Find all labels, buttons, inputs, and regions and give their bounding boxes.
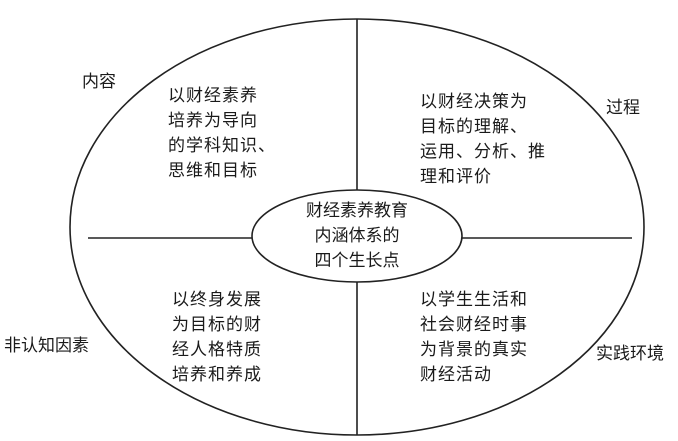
label-non-cognitive-factors: 非认知因素 (4, 336, 89, 356)
label-content: 内容 (82, 72, 116, 92)
quadrant-bottom-left-line-1: 以终身发展 (172, 290, 262, 310)
quadrant-top-right-line-3: 运用、分析、推 (420, 142, 546, 162)
quadrant-top-right-line-1: 以财经决策为 (420, 92, 528, 112)
quadrant-bottom-left-text: 以终身发展 为目标的财 经人格特质 培养和养成 (172, 288, 262, 388)
label-practice-environment: 实践环境 (596, 344, 664, 364)
quadrant-bottom-right-line-2: 社会财经时事 (420, 315, 528, 335)
quadrant-top-right-line-2: 目标的理解、 (420, 117, 528, 137)
quadrant-top-right-text: 以财经决策为 目标的理解、 运用、分析、推 理和评价 (420, 90, 546, 190)
quadrant-top-right-line-4: 理和评价 (420, 167, 492, 187)
center-line-3: 四个生长点 (314, 251, 400, 271)
quadrant-bottom-left-line-3: 经人格特质 (172, 340, 262, 360)
quadrant-bottom-left-line-4: 培养和养成 (172, 365, 262, 385)
center-line-1: 财经素养教育 (306, 201, 408, 221)
label-process: 过程 (606, 98, 640, 118)
quadrant-bottom-left-line-2: 为目标的财 (172, 315, 262, 335)
quadrant-bottom-right-line-3: 为背景的真实 (420, 340, 528, 360)
quadrant-top-left-line-2: 培养为导向 (168, 111, 258, 131)
quadrant-top-left-line-1: 以财经素养 (168, 86, 258, 106)
quadrant-top-left-line-4: 思维和目标 (168, 161, 258, 181)
center-line-2: 内涵体系的 (314, 226, 400, 246)
center-text: 财经素养教育 内涵体系的 四个生长点 (287, 199, 427, 274)
quadrant-top-left-text: 以财经素养 培养为导向 的学科知识、 思维和目标 (168, 84, 276, 184)
quadrant-bottom-right-line-4: 财经活动 (420, 365, 492, 385)
center-ellipse (251, 189, 463, 283)
quadrant-bottom-right-line-1: 以学生生活和 (420, 290, 528, 310)
quadrant-bottom-right-text: 以学生生活和 社会财经时事 为背景的真实 财经活动 (420, 288, 528, 388)
quadrant-top-left-line-3: 的学科知识、 (168, 136, 276, 156)
